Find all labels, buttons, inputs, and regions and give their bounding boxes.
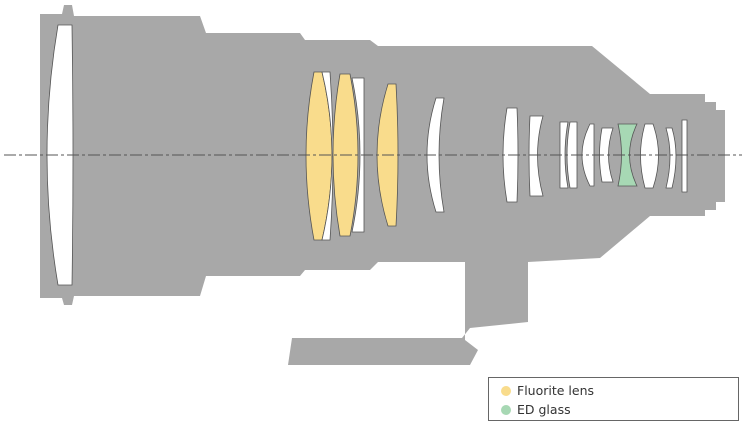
element-6 bbox=[528, 115, 544, 197]
element-12 bbox=[665, 127, 677, 189]
fluorite-swatch-icon bbox=[501, 385, 511, 396]
element-2 bbox=[321, 71, 334, 241]
ed-element bbox=[617, 123, 638, 187]
legend-label: ED glass bbox=[517, 402, 571, 417]
element-13 bbox=[681, 119, 688, 193]
legend-label: Fluorite lens bbox=[517, 383, 595, 398]
legend-item-fluorite: Fluorite lens bbox=[501, 383, 594, 398]
legend: Fluorite lens ED glass bbox=[488, 377, 739, 421]
element-11 bbox=[640, 123, 659, 189]
element-7 bbox=[559, 121, 569, 189]
element-3 bbox=[351, 77, 365, 233]
element-10 bbox=[599, 127, 614, 183]
ed-glass-swatch-icon bbox=[501, 404, 511, 415]
legend-item-ed-glass: ED glass bbox=[501, 402, 571, 417]
front-element bbox=[46, 24, 74, 286]
